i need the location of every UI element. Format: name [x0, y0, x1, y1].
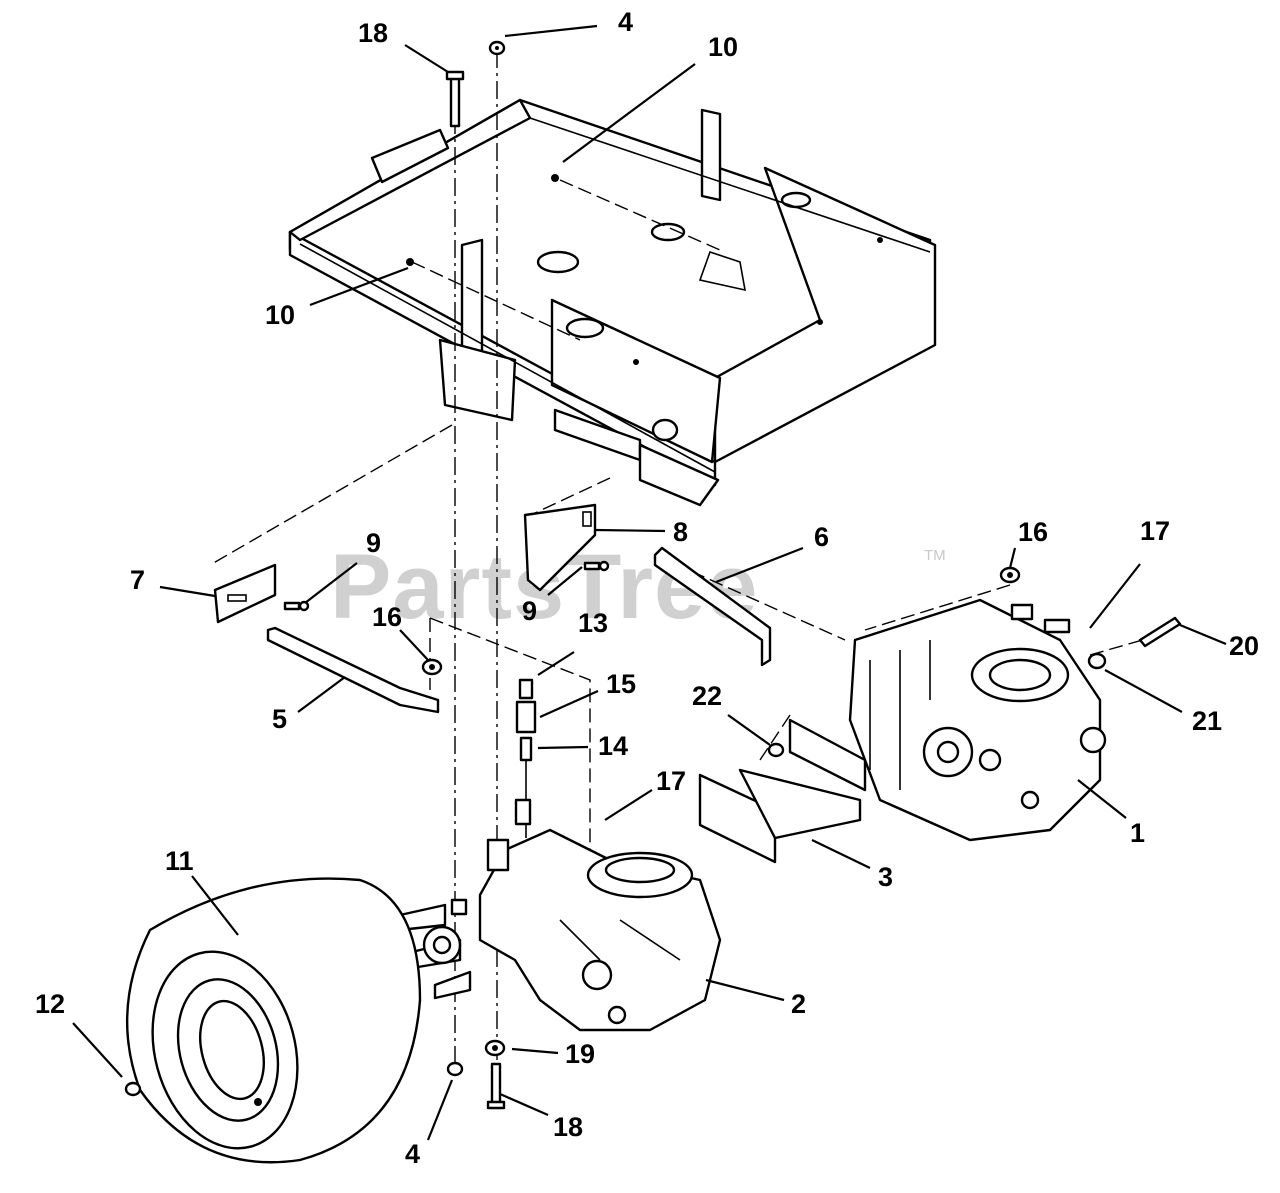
rod-6	[653, 546, 772, 667]
nut-12	[124, 1081, 142, 1097]
callout-5: 5	[272, 704, 287, 734]
callout-22: 22	[692, 681, 722, 711]
callouts: 18 4 10 10 8 9 9 7 6 16 16 17 17 13 15 1…	[35, 7, 1259, 1169]
callout-18: 18	[553, 1112, 583, 1142]
nut-22	[767, 742, 785, 758]
callout-9: 9	[522, 596, 537, 626]
bolt-18-top	[445, 70, 465, 128]
callout-10: 10	[708, 32, 738, 62]
transmission-2	[478, 798, 722, 1032]
callout-21: 21	[1192, 706, 1222, 736]
bracket-3	[698, 718, 867, 864]
callout-1: 1	[1130, 818, 1145, 848]
callout-8: 8	[673, 517, 688, 547]
bolt-18-bottom	[486, 1062, 506, 1110]
callout-13: 13	[578, 608, 608, 638]
callout-2: 2	[791, 989, 806, 1019]
callout-15: 15	[606, 669, 636, 699]
callout-7: 7	[130, 565, 145, 595]
callout-16: 16	[1018, 517, 1048, 547]
washer-16-left	[421, 658, 443, 676]
washer-16-right	[999, 566, 1021, 584]
screw-9-right	[583, 560, 610, 572]
callout-11: 11	[165, 846, 194, 876]
nut-4-top	[488, 40, 506, 56]
bracket-7	[213, 563, 277, 624]
mower-frame	[288, 98, 937, 507]
watermark-trademark: TM	[924, 547, 946, 564]
callout-6: 6	[814, 522, 829, 552]
callout-4: 4	[405, 1139, 420, 1169]
bolt-20	[1138, 616, 1182, 648]
transmission-1	[848, 598, 1107, 842]
callout-14: 14	[598, 731, 628, 761]
callout-3: 3	[878, 862, 893, 892]
callout-9: 9	[366, 528, 381, 558]
rod-5	[266, 626, 440, 714]
callout-20: 20	[1229, 631, 1259, 661]
callout-12: 12	[35, 989, 65, 1019]
tire-11	[125, 877, 422, 1164]
washer-21	[1087, 652, 1107, 670]
nut-4-bottom	[446, 1061, 464, 1077]
callout-17: 17	[656, 766, 686, 796]
callout-19: 19	[565, 1039, 595, 1069]
partstree-watermark: PartsTree TM	[330, 536, 946, 638]
screw-9-left	[283, 600, 310, 612]
callout-16: 16	[372, 602, 402, 632]
bracket-8	[523, 503, 597, 592]
callout-18: 18	[358, 18, 388, 48]
callout-10: 10	[265, 300, 295, 330]
callout-4: 4	[618, 7, 633, 37]
washer-19	[484, 1039, 506, 1057]
callout-17: 17	[1140, 516, 1170, 546]
